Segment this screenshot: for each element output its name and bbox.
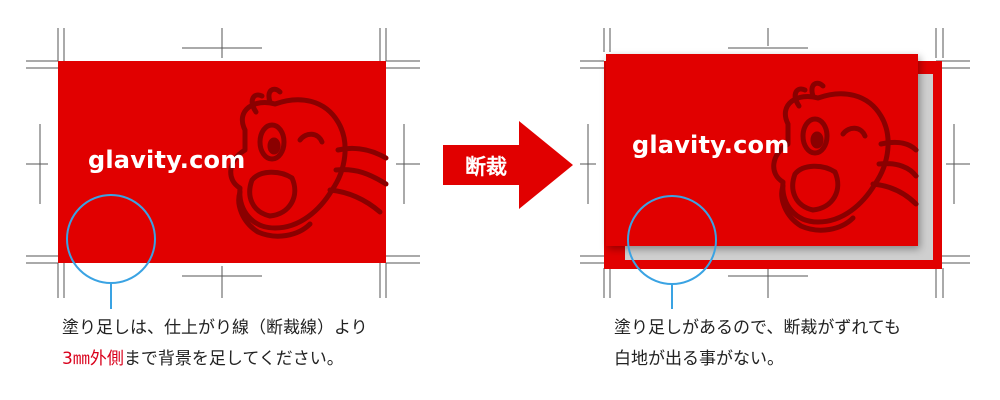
right-panel: glavity.com 塗り足しがあるので、断裁がずれても 白地が出る事がない。 bbox=[500, 0, 1000, 400]
arrow-label: 断裁 bbox=[465, 155, 507, 179]
cut-arrow: 断裁 bbox=[443, 121, 573, 209]
crop-marks bbox=[26, 28, 420, 298]
arrow-shape bbox=[443, 121, 573, 209]
left-caption: 塗り足しは、仕上がり線（断裁線）より 3㎜外側まで背景を足してください。 bbox=[62, 313, 368, 375]
mascot-illustration bbox=[771, 80, 919, 233]
card-domain-text: glavity.com bbox=[632, 131, 790, 159]
card-domain-text: glavity.com bbox=[88, 146, 246, 174]
card-with-bleed bbox=[58, 61, 386, 263]
right-caption: 塗り足しがあるので、断裁がずれても 白地が出る事がない。 bbox=[614, 313, 901, 375]
left-caption-line-2: 3㎜外側まで背景を足してください。 bbox=[62, 344, 368, 375]
crop-marks bbox=[580, 28, 970, 298]
caption-highlight: 3㎜外側 bbox=[62, 349, 124, 369]
caption-line-2-rest: まで背景を足してください。 bbox=[123, 349, 344, 369]
left-caption-line-1: 塗り足しは、仕上がり線（断裁線）より bbox=[62, 318, 368, 338]
left-panel: glavity.com 塗り足しは、仕上がり線（断裁線）より 3㎜外側まで背景を… bbox=[26, 28, 420, 375]
right-illustration bbox=[580, 28, 970, 309]
cut-card bbox=[606, 54, 918, 246]
right-caption-line-2: 白地が出る事がない。 bbox=[614, 349, 784, 369]
right-caption-line-1: 塗り足しがあるので、断裁がずれても bbox=[614, 318, 901, 338]
left-illustration bbox=[26, 28, 420, 309]
mascot-illustration bbox=[228, 86, 389, 239]
